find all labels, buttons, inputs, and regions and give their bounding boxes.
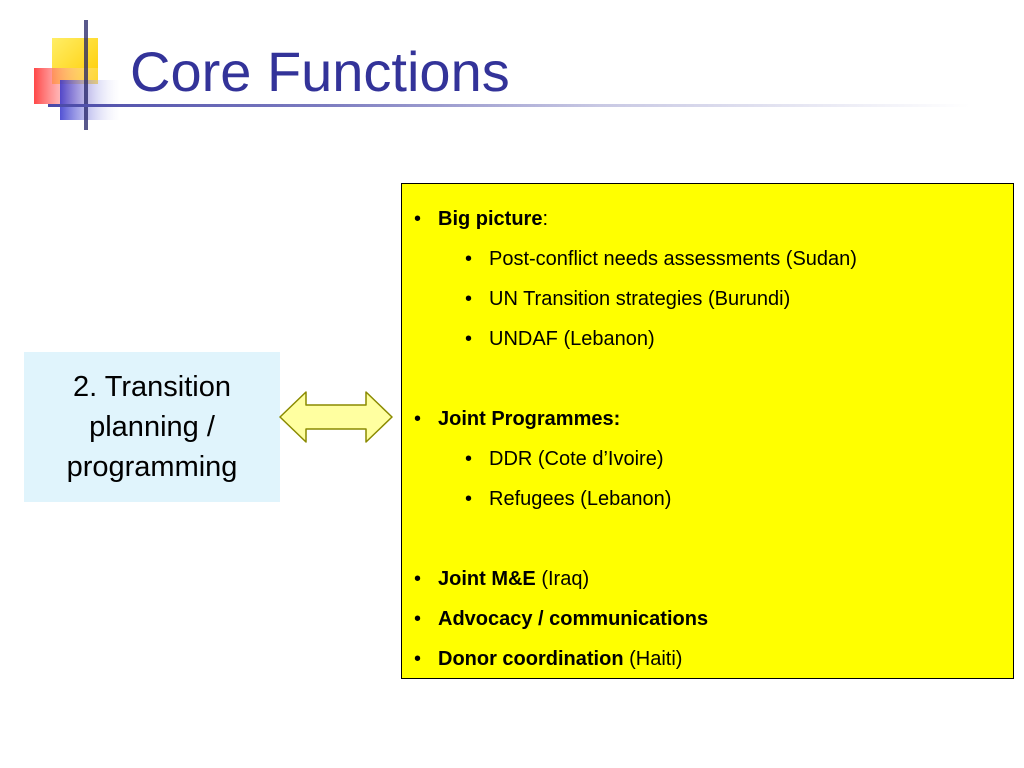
list-item: • Joint Programmes: <box>402 399 1013 439</box>
list-item-bold-text: Joint M&E <box>438 568 536 590</box>
bullet-icon: • <box>414 408 422 430</box>
list-spacer <box>402 359 1013 399</box>
transition-planning-box: 2. Transition planning / programming <box>24 352 280 502</box>
sub-list-item: • Post-conflict needs assessments (Sudan) <box>402 239 1013 279</box>
list-item: • Joint M&E (Iraq) <box>402 559 1013 599</box>
list-item: • Donor coordination (Haiti) <box>402 639 1013 679</box>
bullet-icon: • <box>465 448 473 470</box>
list-item: • Big picture: <box>402 199 1013 239</box>
bullet-icon: • <box>414 608 422 630</box>
list-item-bold-text: Advocacy / communications <box>438 608 709 630</box>
list-item-text: (Iraq) <box>535 568 590 590</box>
sub-list-item: • UN Transition strategies (Burundi) <box>402 279 1013 319</box>
list-item-text: (Haiti) <box>623 648 683 670</box>
list-item-bold-text: Joint Programmes: <box>438 408 621 430</box>
list-item-text: Post-conflict needs assessments (Sudan) <box>489 248 857 270</box>
list-item-text: : <box>542 208 549 230</box>
core-functions-list: • Big picture: • Post-conflict needs assess… <box>402 199 1013 679</box>
bullet-icon: • <box>414 568 422 590</box>
list-item: • Advocacy / communications <box>402 599 1013 639</box>
bullet-icon: • <box>465 488 473 510</box>
sub-list-item: • UNDAF (Lebanon) <box>402 319 1013 359</box>
bullet-icon: • <box>465 328 473 350</box>
bullet-icon: • <box>414 208 422 230</box>
title-underline <box>48 104 970 107</box>
bullet-icon: • <box>465 248 473 270</box>
double-arrow-icon <box>279 391 393 443</box>
core-functions-list-box: • Big picture: • Post-conflict needs assess… <box>401 183 1014 679</box>
list-item-text: Refugees (Lebanon) <box>489 488 672 510</box>
list-spacer <box>402 519 1013 559</box>
bullet-icon: • <box>414 648 422 670</box>
transition-planning-label: 2. Transition planning / programming <box>66 371 238 483</box>
sub-list-item: • DDR (Cote d’Ivoire) <box>402 439 1013 479</box>
bullet-icon: • <box>465 288 473 310</box>
list-item-text: UN Transition strategies (Burundi) <box>489 288 791 310</box>
list-item-bold-text: Donor coordination <box>438 648 624 670</box>
list-item-text: UNDAF (Lebanon) <box>489 328 655 350</box>
sub-list-item: • Refugees (Lebanon) <box>402 479 1013 519</box>
slide-logo-icon <box>34 20 120 130</box>
slide-title: Core Functions <box>130 40 510 103</box>
list-item-bold-text: Big picture <box>438 208 543 230</box>
list-item-text: DDR (Cote d’Ivoire) <box>489 448 664 470</box>
